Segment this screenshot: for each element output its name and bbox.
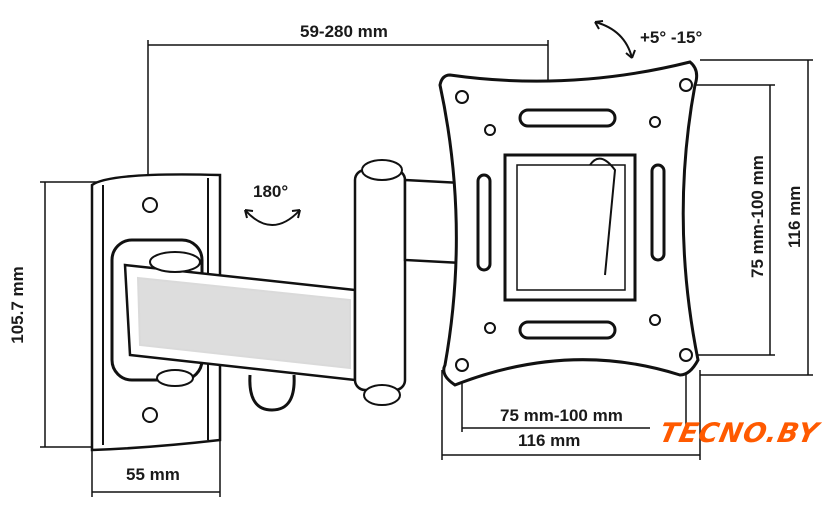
dimension-lines bbox=[40, 40, 813, 497]
vesa-plate bbox=[438, 60, 700, 387]
wall-plate-width-label: 55 mm bbox=[126, 465, 180, 484]
plate-height-label: 116 mm bbox=[785, 185, 804, 248]
rotation-arrows bbox=[244, 20, 636, 226]
arm-extension-label: 59-280 mm bbox=[300, 22, 388, 41]
wall-plate-height-label: 105.7 mm bbox=[8, 266, 27, 344]
vesa-horizontal-label: 75 mm-100 mm bbox=[500, 406, 623, 425]
swivel-label: 180° bbox=[253, 182, 289, 201]
plate-width-label: 116 mm bbox=[518, 431, 581, 450]
arms bbox=[123, 159, 502, 412]
tecno-by-logo: TECNO.BY bbox=[656, 418, 822, 449]
tilt-range-label: +5° -15° bbox=[640, 28, 703, 47]
vesa-vertical-label: 75 mm-100 mm bbox=[748, 155, 767, 278]
